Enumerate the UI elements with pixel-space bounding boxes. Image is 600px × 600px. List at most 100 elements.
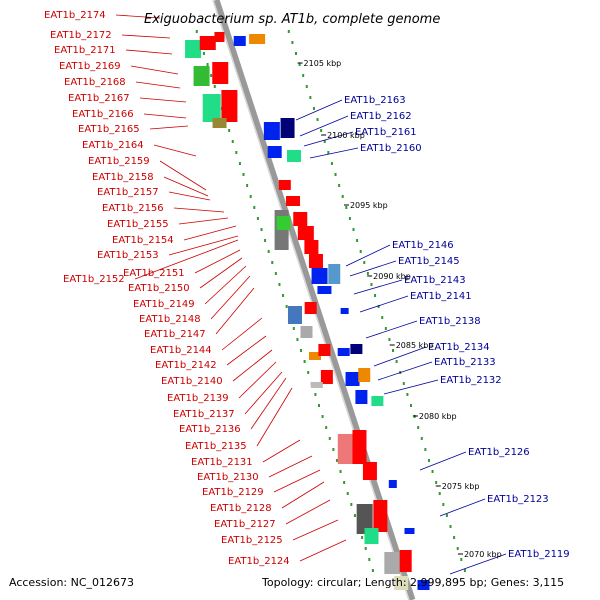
gene-label-right: EAT1b_2141 (410, 291, 472, 302)
reverse-gene-block (417, 580, 430, 590)
gene-label-right: EAT1b_2160 (360, 143, 422, 154)
track-dots (195, 30, 466, 572)
track-dot (332, 448, 335, 451)
track-dot (312, 107, 315, 110)
track-dot (442, 503, 445, 506)
gene-label-left: EAT1b_2152 (63, 274, 125, 285)
label-leader-left (139, 97, 187, 103)
gene-label-right: EAT1b_2138 (419, 316, 481, 327)
reverse-gene-block (340, 308, 349, 314)
gene-label-left: EAT1b_2165 (78, 124, 140, 135)
label-leader-left (232, 349, 273, 382)
track-dot (370, 283, 373, 286)
label-leader-left (149, 125, 189, 130)
track-dot (267, 250, 270, 253)
reverse-gene-block (355, 390, 368, 404)
reverse-gene-block (337, 348, 350, 356)
forward-gene-block (221, 90, 238, 122)
track-dot (260, 228, 263, 231)
topology-text: Topology: circular; Length: 2,999,895 bp… (261, 576, 564, 589)
reverse-gene-block (358, 368, 371, 382)
gene-features (185, 32, 430, 590)
track-dot (388, 338, 391, 341)
forward-gene-block (362, 462, 377, 480)
label-leader-left (134, 239, 239, 280)
track-dot (361, 536, 364, 539)
tick-label: 2070 kbp (464, 550, 502, 559)
track-dot (206, 63, 209, 66)
label-leader-left (130, 65, 179, 75)
forward-gene-block (394, 576, 409, 590)
track-dot (392, 349, 395, 352)
gene-label-left: EAT1b_2174 (44, 10, 106, 21)
gene-label-left: EAT1b_2151 (123, 268, 185, 279)
label-leader-left (292, 519, 339, 541)
forward-gene-block (337, 434, 356, 464)
gene-label-left: EAT1b_2128 (210, 503, 272, 514)
label-leader-left (121, 34, 171, 39)
gene-label-left: EAT1b_2157 (97, 187, 159, 198)
forward-gene-block (286, 196, 301, 206)
gene-label-left: EAT1b_2130 (197, 472, 259, 483)
label-leader-right (295, 99, 343, 121)
track-dot (303, 360, 306, 363)
forward-gene-block (214, 32, 225, 42)
track-dot (249, 195, 252, 198)
track-dot (427, 459, 430, 462)
gene-label-left: EAT1b_2125 (221, 535, 283, 546)
track-dot (253, 206, 256, 209)
track-dot (238, 162, 241, 165)
gene-label-left: EAT1b_2159 (88, 156, 150, 167)
track-dot (307, 371, 310, 374)
track-dot (402, 382, 405, 385)
track-dot (309, 96, 312, 99)
track-dot (460, 558, 463, 561)
label-leader-left (299, 539, 347, 562)
track-dot (335, 459, 338, 462)
track-dot (282, 294, 285, 297)
reverse-gene-block (311, 268, 328, 284)
track-dot (316, 118, 319, 121)
forward-gene-block (300, 326, 313, 338)
gene-label-right: EAT1b_2123 (487, 494, 549, 505)
label-leader-left (204, 265, 247, 305)
gene-label-left: EAT1b_2149 (133, 299, 195, 310)
forward-gene-block (373, 500, 388, 532)
forward-gene-block (212, 62, 229, 84)
label-leader-left (244, 371, 283, 415)
label-leader-left (159, 160, 207, 191)
reverse-gene-block (345, 372, 360, 386)
forward-gene-block (276, 216, 291, 230)
forward-gene-block (304, 240, 319, 254)
label-leader-left (183, 225, 237, 241)
reverse-gene-block (371, 396, 384, 406)
label-leader-right (345, 244, 391, 267)
track-dot (341, 195, 344, 198)
gene-label-left: EAT1b_2131 (191, 457, 253, 468)
forward-gene-block (293, 212, 308, 226)
gene-label-left: EAT1b_2156 (102, 203, 164, 214)
label-leader-left (256, 387, 293, 447)
forward-gene-block (185, 40, 202, 58)
track-dot (287, 30, 290, 33)
gene-label-left: EAT1b_2140 (161, 376, 223, 387)
track-dot (381, 316, 384, 319)
forward-gene-block (320, 370, 333, 384)
forward-gene-block (308, 352, 321, 360)
track-dot (352, 228, 355, 231)
gene-label-right: EAT1b_2119 (508, 549, 570, 560)
gene-label-left: EAT1b_2158 (92, 172, 154, 183)
forward-gene-block (297, 226, 314, 240)
track-dot (435, 481, 438, 484)
label-leader-left (125, 49, 173, 55)
track-dot (438, 492, 441, 495)
track-dot (228, 129, 231, 132)
tick-label: 2090 kbp (373, 272, 411, 281)
track-dot (420, 437, 423, 440)
label-leader-left (173, 207, 225, 213)
gene-label-right: EAT1b_2145 (398, 256, 460, 267)
reverse-gene-block (233, 36, 246, 46)
forward-gene-block (352, 430, 367, 464)
label-leader-right (359, 295, 409, 313)
track-dot (328, 437, 331, 440)
